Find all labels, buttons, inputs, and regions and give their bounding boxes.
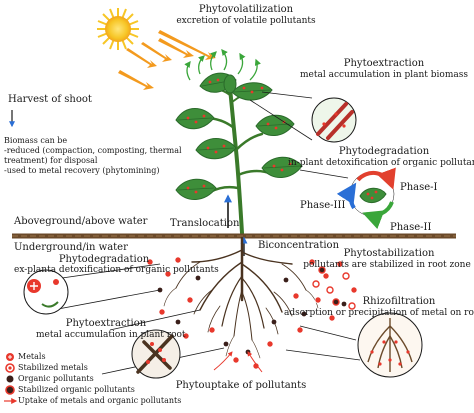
- phase-1-label: Phase-I: [400, 182, 438, 193]
- phase-2-label: Phase-II: [390, 222, 432, 233]
- legend-stabilized-metals: Stabilized metals: [4, 363, 88, 373]
- phase-cycle: [299, 167, 396, 230]
- stabilized-metal-icon: [4, 363, 14, 373]
- leaf-icon: [195, 138, 237, 160]
- rhizofiltration-subtitle: adsorption or precipitation of metal on …: [284, 308, 474, 318]
- phytostabilization-subtitle: pollutants are stabilized in root zone: [303, 260, 471, 270]
- leaf-icon: [255, 114, 295, 136]
- plant-stem: [203, 86, 274, 235]
- stabilized-organic-icon: [4, 385, 14, 395]
- aboveground-label: Aboveground/above water: [14, 216, 148, 227]
- arrow-icon: [4, 396, 14, 406]
- harvest-label: Harvest of shoot: [8, 94, 92, 105]
- biomass-line3: -used to metal recovery (phytomining): [4, 166, 160, 175]
- legend-uptake: Uptake of metals and organic pollutants: [4, 396, 181, 406]
- legend-organic: Organic pollutants: [4, 374, 94, 384]
- phytouptake-label: Phytouptake of pollutants: [175, 380, 307, 391]
- leaf-icon: [175, 108, 215, 130]
- leaf-icon: [175, 178, 217, 200]
- legend-stabilized-metal-symbol: [5, 363, 15, 373]
- legend-stabilized-organic: Stabilized organic pollutants: [4, 385, 135, 395]
- plant-leaves: [175, 72, 303, 200]
- phytodegradation-root-callout: [23, 263, 161, 315]
- rhizofiltration-callout: [285, 312, 423, 378]
- phytoextraction-shoot-subtitle: metal accumulation in plant biomass: [300, 70, 468, 80]
- phase-3-label: Phase-III: [300, 200, 346, 211]
- legend-stabilized-organic-symbol: [5, 385, 15, 395]
- phytoextraction-shoot-callout: [249, 91, 357, 143]
- phytodegradation-shoot-subtitle: in-plant detoxification of organic pollu…: [288, 158, 474, 168]
- sun-icon: [97, 8, 139, 50]
- phytodegradation-shoot-title: Phytodegradation: [338, 146, 430, 157]
- bioconcentration-label: Biconcentration: [258, 240, 340, 251]
- legend-metal-symbol: [6, 353, 14, 361]
- phytodegradation-root-title: Phytodegradation: [58, 254, 150, 265]
- biomass-line2: treatment) for disposal: [4, 156, 98, 165]
- root-icon: [163, 236, 319, 359]
- underground-label: Underground/in water: [14, 242, 128, 253]
- legend-metals: Metals: [4, 352, 46, 362]
- legend-symbols: [4, 353, 18, 404]
- legend-organic-symbol: [6, 375, 14, 383]
- phytoextraction-root-subtitle: metal accumulation in plant root: [36, 330, 186, 340]
- phytouptake-arrows: [213, 351, 263, 373]
- phytoextraction-root-callout: [101, 309, 225, 379]
- cycle-icon: [336, 167, 396, 230]
- legend-uptake-label: Uptake of metals and organic pollutants: [18, 396, 182, 405]
- phytoextraction-root-title: Phytoextraction: [65, 318, 147, 329]
- leaf-icon: [261, 156, 303, 178]
- organic-icon: [4, 374, 14, 384]
- phytoextraction-shoot-title: Phytoextraction: [343, 58, 425, 69]
- plant-bud: [223, 74, 237, 94]
- sunlight-arrows: [118, 30, 216, 90]
- translocation-label: Translocation: [170, 218, 240, 229]
- rhizofiltration-title: Rhizofiltration: [362, 296, 436, 307]
- biomass-line1: -reduced (compaction, composting, therma…: [4, 146, 182, 155]
- phytovolatilization-subtitle: excretion of volatile pollutants: [176, 16, 316, 26]
- biomass-intro: Biomass can be: [4, 136, 68, 145]
- metal-icon: [4, 352, 14, 362]
- phytodegradation-root-subtitle: ex-planta detoxification of organic poll…: [14, 265, 219, 275]
- phytovolatilization-title: Phytovolatilization: [198, 4, 294, 15]
- legend-metals-label: Metals: [18, 352, 46, 361]
- soil-pollutants: [146, 256, 358, 370]
- legend-stabilized-organic-label: Stabilized organic pollutants: [18, 385, 135, 394]
- phytostabilization-title: Phytostabilization: [343, 248, 435, 259]
- volatile-arrows: [184, 48, 261, 81]
- legend-organic-label: Organic pollutants: [18, 374, 94, 383]
- legend-stabilized-metals-label: Stabilized metals: [18, 363, 88, 372]
